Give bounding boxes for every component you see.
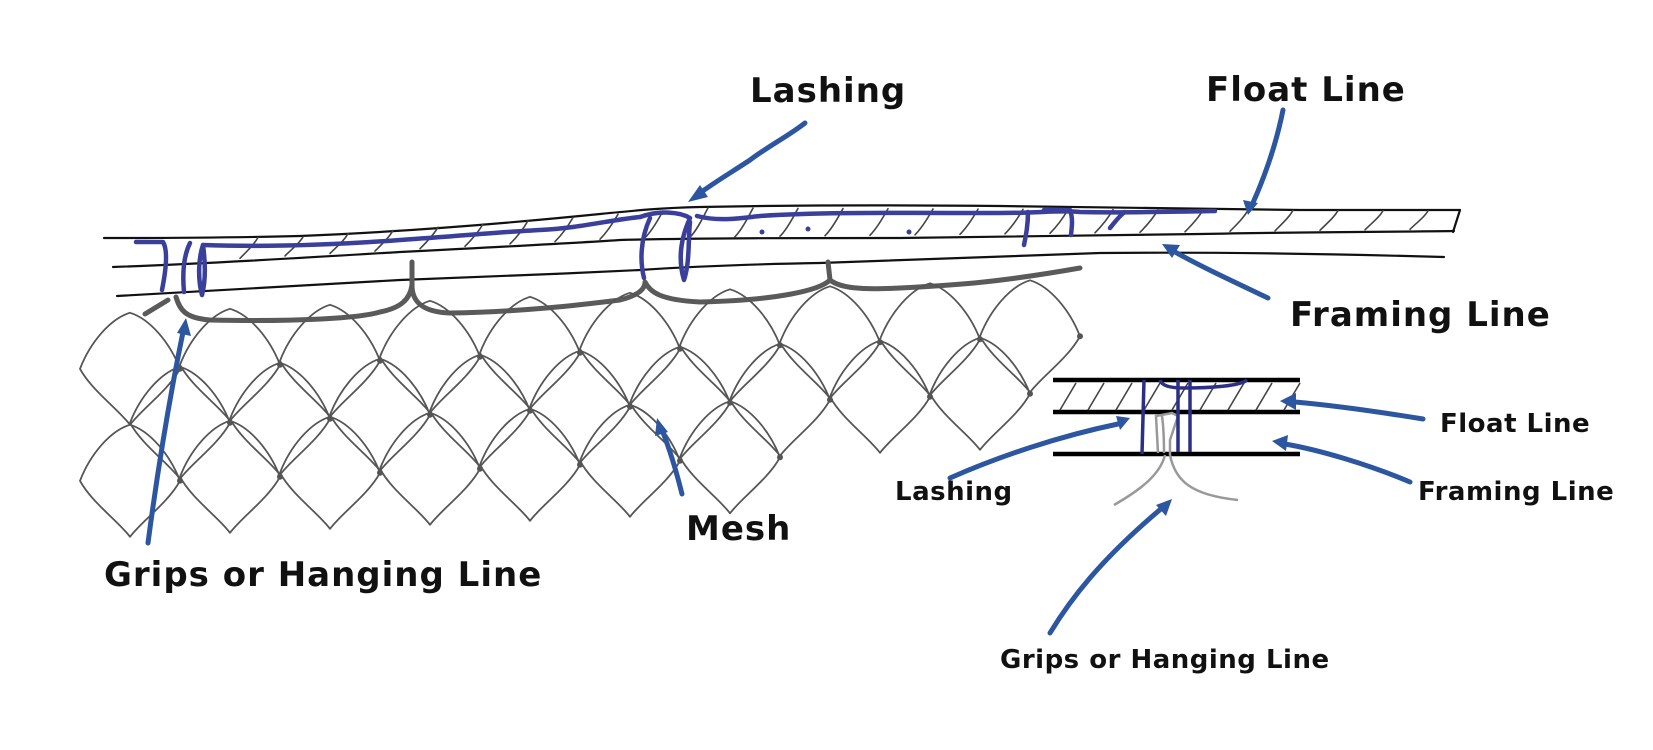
mesh-cell — [629, 345, 731, 460]
mesh-cell — [229, 361, 331, 476]
mesh-cell — [79, 423, 181, 538]
cs-float-hatch — [1115, 382, 1133, 411]
arrow-float-line — [1243, 107, 1286, 215]
mesh-cell — [979, 279, 1081, 394]
float-line-hatch — [824, 207, 844, 237]
hanging-line — [142, 259, 1083, 324]
float-line-hatch — [1319, 209, 1339, 232]
mesh-knot — [777, 454, 783, 461]
cs-arrow-framing-line — [1272, 435, 1413, 485]
mesh-cell — [779, 285, 881, 400]
cs-float-hatch — [1227, 382, 1245, 411]
cs-float-hatch — [1143, 382, 1161, 411]
mesh-cell — [379, 411, 481, 526]
label-float-line: Float Line — [1206, 70, 1406, 110]
float-line-hatch — [1229, 209, 1249, 233]
cs-label-grips: Grips or Hanging Line — [1000, 645, 1330, 675]
mesh-cell — [329, 357, 431, 472]
mesh-cell — [79, 311, 181, 426]
float-line-hatch — [779, 207, 799, 238]
mesh-knot — [1077, 333, 1083, 340]
arrow-grips — [145, 318, 191, 546]
arrow-lashing — [688, 120, 808, 202]
mesh-cell — [279, 415, 381, 530]
cs-label-float-line: Float Line — [1440, 409, 1590, 439]
cs-float-hatch — [1087, 382, 1105, 411]
mesh-cell — [829, 339, 931, 454]
float-line-hatch — [869, 207, 889, 237]
cross-section — [1053, 377, 1301, 507]
cs-arrow-float-line — [1280, 393, 1426, 422]
mesh-cell — [429, 353, 531, 468]
float-line-hatch — [599, 213, 619, 240]
float-line-hatch — [1409, 210, 1429, 231]
cs-label-framing-line: Framing Line — [1418, 477, 1614, 507]
label-mesh: Mesh — [686, 509, 791, 549]
lashing — [133, 207, 1218, 298]
mesh-cell — [679, 288, 781, 403]
cs-arrow-grips — [1047, 499, 1172, 636]
mesh-cell — [179, 307, 281, 422]
arrow-mesh — [655, 418, 685, 497]
main-view — [79, 204, 1462, 538]
float-line-hatch — [734, 207, 754, 238]
mesh-knot — [1027, 390, 1033, 397]
mesh-cell — [879, 282, 981, 397]
mesh-cell — [729, 342, 831, 457]
cs-label-lashing: Lashing — [895, 477, 1013, 507]
mesh-cell — [379, 299, 481, 414]
mesh-cell — [179, 419, 281, 534]
mesh-cell — [679, 400, 781, 515]
mesh-cell — [479, 407, 581, 522]
cs-float-hatch — [1255, 382, 1273, 411]
mesh — [79, 279, 1083, 538]
label-grips: Grips or Hanging Line — [104, 555, 542, 595]
cs-arrow-lashing — [947, 416, 1130, 481]
float-line-hatch — [689, 207, 709, 239]
arrow-framing-line — [1162, 244, 1271, 301]
mesh-cell — [579, 291, 681, 406]
mesh-cell — [529, 349, 631, 464]
mesh-cell — [929, 336, 1031, 451]
float-line-hatch — [1364, 209, 1384, 231]
label-framing-line: Framing Line — [1290, 295, 1551, 335]
label-lashing: Lashing — [750, 71, 906, 111]
float-line-hatch — [1274, 209, 1294, 232]
mesh-cell — [579, 403, 681, 518]
cs-float-hatch — [1059, 382, 1077, 411]
mesh-cell — [129, 365, 231, 480]
